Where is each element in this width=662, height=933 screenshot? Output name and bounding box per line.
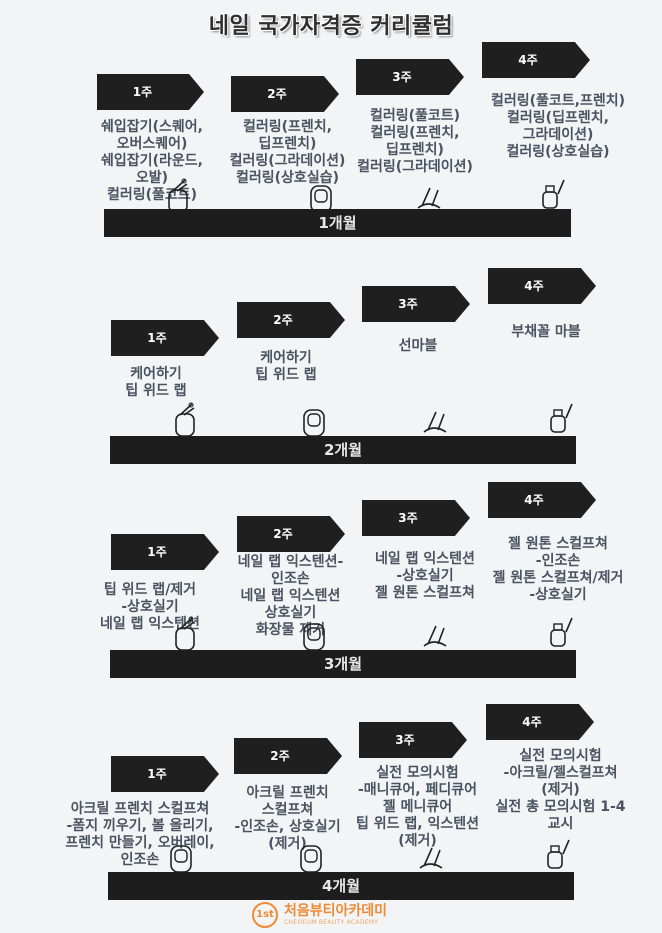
pusher-icon [418,838,444,872]
month2-week2-desc: 케어하기 팁 위드 랩 [255,350,317,383]
month4-bar: 4개월 [108,872,574,900]
logo-text: 처음뷰티아카데미 CHEOEUM BEAUTY ACADEMY [284,903,387,927]
month1-week3-desc: 컬러링(풀코트) 컬러링(프렌치, 딥프렌치) 컬러링(그라데이션) [357,108,473,175]
month4-week1-label: 1주 [111,756,219,792]
pusher-icon [422,616,448,650]
nail-icon [308,178,334,213]
scissors-icon [172,402,198,437]
month4-week3-label: 3주 [359,722,467,758]
month3-week2-label: 2주 [237,516,345,552]
scissors-icon [165,178,191,213]
page-title: 네일 국가자격증 커리큘럼 [208,14,454,39]
month1-bar: 1개월 [104,209,571,237]
polish-bottle-icon [540,176,566,210]
month1-week2-label: 2주 [231,76,339,112]
month3-week3-desc: 네일 랩 익스텐션 -상호실기 젤 원톤 스컬프쳐 [375,551,475,601]
polish-bottle-icon [545,836,571,870]
nail-icon [301,616,327,651]
month2-week1-label: 1주 [111,320,219,356]
scissors-icon [172,616,198,651]
month2-week4-label: 4주 [488,268,596,304]
month4-week4-desc: 실전 모의시험 -아크릴/젤스컬프쳐 (제거) 실전 총 모의시험 1-4 교시 [495,748,626,832]
logo-sub: CHEOEUM BEAUTY ACADEMY [284,919,379,926]
month4-week2-label: 2주 [234,738,342,774]
month1-week4-desc: 컬러링(풀코트,프렌치) 컬러링(딥프렌치, 그라데이션) 컬러링(상호실습) [490,93,626,160]
month1-week4-label: 4주 [482,42,590,78]
month3-week1-label: 1주 [111,534,219,570]
month3-week2-desc: 네일 랩 익스텐션- 인조손 네일 랩 익스텐션 상호실기 화장물 제거 [237,554,344,638]
pusher-icon [422,402,448,436]
month2-week4-desc: 부채꼴 마블 [511,324,581,340]
month3-week1-desc: 팁 위드 랩/제거 -상호실기 네일 랩 익스텐션 [100,582,200,632]
nail-icon [301,402,327,437]
month2-week3-desc: 선마블 [398,338,438,354]
month4-week3-desc: 실전 모의시험 -매니큐어, 페디큐어 젤 메니큐어 팁 위드 랩, 익스텐션 … [356,765,479,849]
month4-week2-desc: 아크릴 프렌치 스컬프쳐 -인조손, 상호실기 (제거) [234,785,341,852]
month3-week3-label: 3주 [362,500,470,536]
month3-week4-label: 4주 [488,482,596,518]
logo-name: 처음뷰티아카데미 [284,903,388,919]
nail-icon [168,838,194,873]
month3-bar: 3개월 [110,650,576,678]
month1-week2-desc: 컬러링(프렌치, 딥프렌치) 컬러링(그라데이션) 컬러링(상호실습) [229,119,346,186]
logo-mark: 1st [252,902,278,928]
month2-week2-label: 2주 [237,302,345,338]
month4-week1-desc: 아크릴 프렌치 스컬프쳐 -폼지 끼우기, 볼 올리기, 프렌치 만들기, 오버… [65,801,215,868]
month1-week1-desc: 쉐입잡기(스퀘어, 오버스퀘어) 쉐입잡기(라운드, 오발) 컬러링(풀코트) [101,119,203,203]
month1-week3-label: 3주 [356,59,464,95]
month2-week1-desc: 케어하기 팁 위드 랩 [125,366,187,399]
month3-week4-desc: 젤 원톤 스컬프쳐 -인조손 젤 원톤 스컬프쳐/제거 -상호실기 [492,536,624,603]
nail-icon [298,838,324,873]
month1-week1-label: 1주 [97,74,204,110]
month2-bar: 2개월 [110,436,576,464]
month4-week4-label: 4주 [486,704,594,740]
polish-bottle-icon [548,400,574,434]
pusher-icon [416,178,442,212]
polish-bottle-icon [548,614,574,648]
month2-week3-label: 3주 [362,286,470,322]
academy-logo: 1st 처음뷰티아카데미 CHEOEUM BEAUTY ACADEMY [252,900,412,930]
